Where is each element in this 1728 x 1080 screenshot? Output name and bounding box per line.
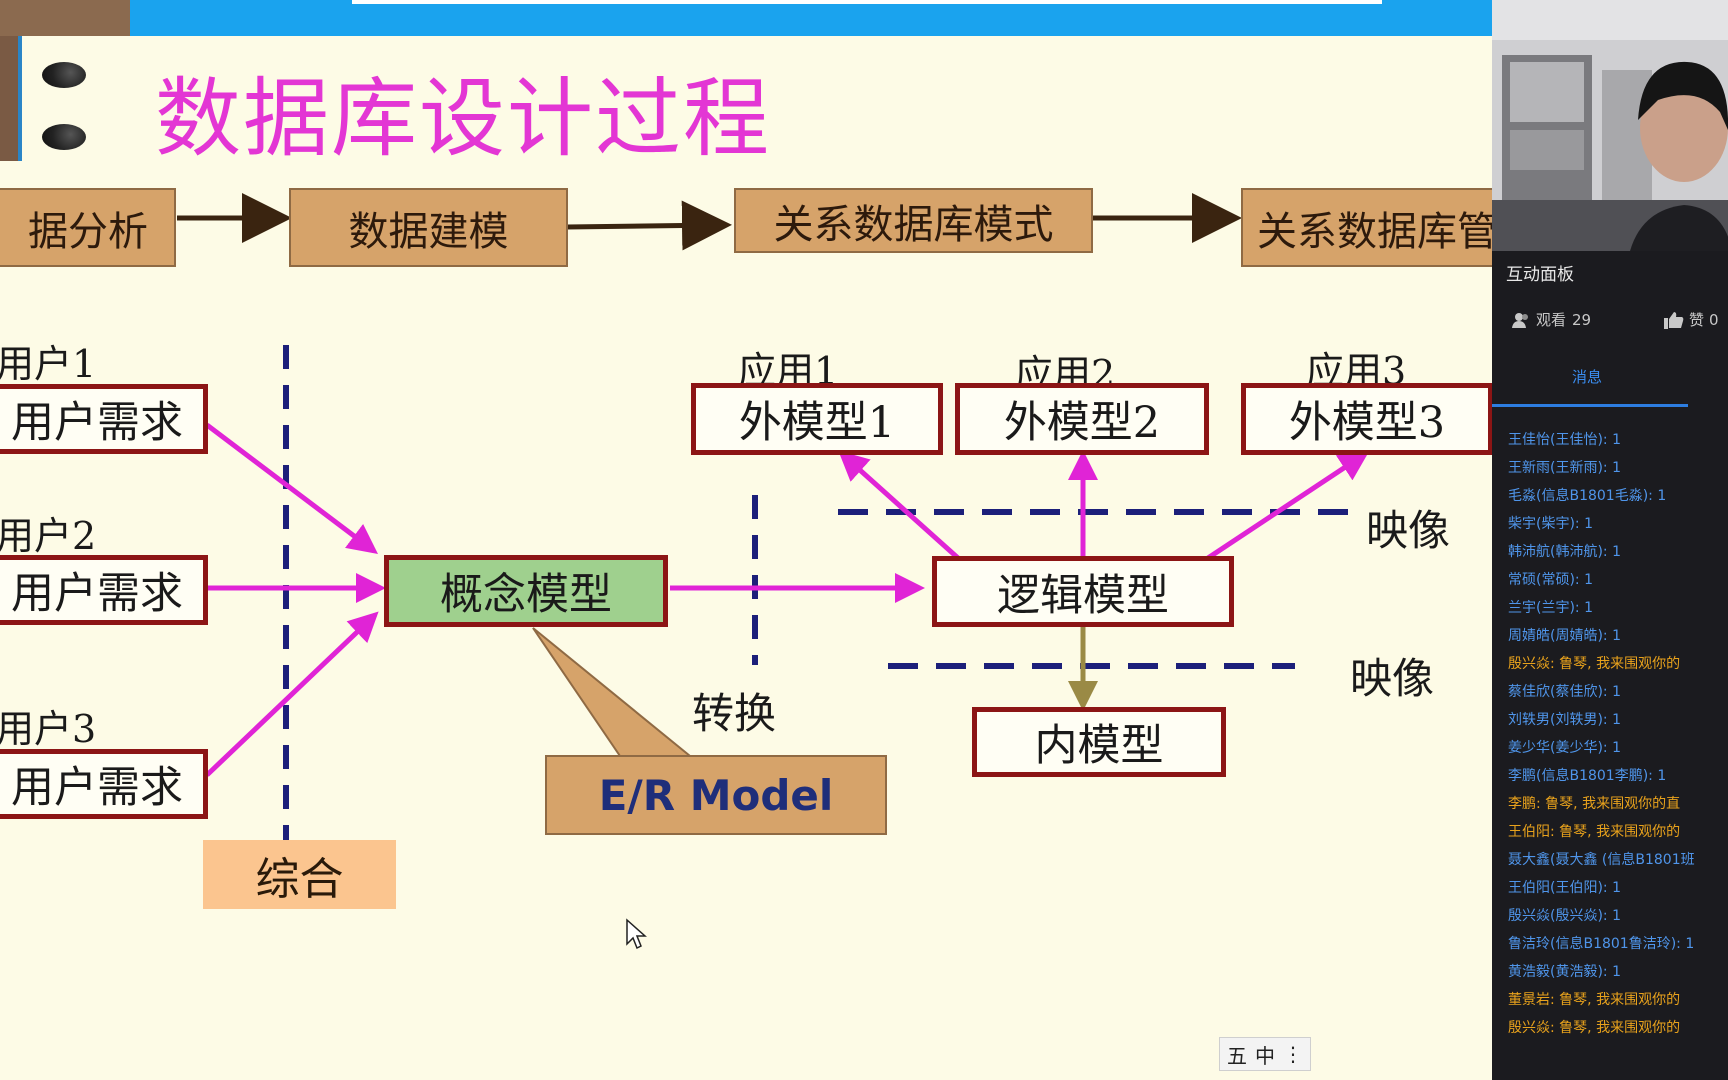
chat-message: 李鹏(信息B1801李鹏): 1	[1508, 768, 1667, 784]
chat-message: 王佳怡(王佳怡): 1	[1508, 432, 1621, 448]
message-list[interactable]: 王佳怡(王佳怡): 1 王新雨(王新雨): 1 毛淼(信息B1801毛淼): 1 柴宇…	[1508, 426, 1728, 1042]
decorative-strip	[0, 36, 18, 161]
presenter-video-frame	[1492, 0, 1728, 251]
external-model-3: 外模型3	[1241, 383, 1492, 455]
top-bar-highlight	[352, 0, 1382, 4]
er-callout-tail	[532, 627, 693, 757]
user-label-2: 用户2	[0, 514, 97, 558]
chat-message: 刘轶男(刘轶男): 1	[1508, 712, 1621, 728]
chat-message: 王伯阳(王伯阳): 1	[1508, 880, 1621, 896]
slide-canvas: 数据库设计过程	[0, 0, 1492, 1071]
synthesis-arrow	[205, 611, 379, 777]
chat-message: 蔡佳欣(蔡佳欣): 1	[1508, 684, 1621, 700]
ime-language-char: 中	[1255, 1043, 1275, 1068]
like-button[interactable]: 赞 0	[1664, 309, 1719, 330]
external-model-1: 外模型1	[691, 383, 943, 455]
viewers-label: 观看	[1536, 311, 1567, 329]
chat-message: 聂大鑫(聂大鑫 (信息B1801班	[1508, 852, 1695, 868]
likes-label: 赞	[1689, 311, 1705, 329]
chat-message: 黄浩毅(黄浩毅): 1	[1508, 964, 1621, 980]
user-requirement-2: 用户需求	[0, 555, 208, 625]
top-bar-thumbnail	[0, 0, 130, 36]
concept-model-box: 概念模型	[384, 555, 668, 627]
user-label-3: 用户3	[0, 707, 97, 751]
bead-ornament-icon	[42, 62, 86, 88]
er-model-callout: E/R Model	[545, 755, 887, 835]
chat-message: 柴宇(柴宇): 1	[1508, 516, 1593, 532]
slide-top-bar	[0, 0, 1492, 36]
chat-message: 韩沛航(韩沛航): 1	[1508, 544, 1621, 560]
chat-message: 周婧皓(周婧皓): 1	[1508, 628, 1621, 644]
chat-message: 姜少华(姜少华): 1	[1508, 740, 1621, 756]
presenter-video	[1492, 0, 1728, 251]
pipeline-step-dbms: 关系数据库管	[1241, 188, 1492, 267]
logical-model-box: 逻辑模型	[932, 556, 1234, 627]
diagram-connectors	[177, 193, 1370, 840]
synthesis-label: 综合	[203, 840, 396, 909]
chat-message: 董景岩: 鲁琴, 我来围观你的	[1508, 992, 1681, 1008]
internal-model-box: 内模型	[972, 707, 1226, 777]
ime-menu-icon: ⋮	[1283, 1042, 1303, 1066]
mapping-arrow	[1206, 451, 1370, 561]
ime-status-bar[interactable]: 五 中 ⋮	[1219, 1037, 1311, 1071]
slide-title: 数据库设计过程	[155, 69, 771, 169]
likes-number: 0	[1709, 310, 1719, 329]
thumbs-up-icon	[1664, 311, 1684, 329]
decorative-accent	[18, 36, 22, 161]
mapping-label-bottom: 映像	[1350, 654, 1435, 703]
chat-message: 殷兴焱: 鲁琴, 我来围观你的	[1508, 656, 1681, 672]
chat-message: 李鹏: 鲁琴, 我来围观你的直	[1508, 796, 1681, 812]
user-requirement-3: 用户需求	[0, 749, 208, 819]
chat-message: 毛淼(信息B1801毛淼): 1	[1508, 488, 1667, 504]
ime-mode-char: 五	[1227, 1043, 1247, 1068]
pipeline-step-relational-schema: 关系数据库模式	[734, 188, 1093, 253]
panel-title: 互动面板	[1506, 265, 1574, 285]
viewers-icon	[1512, 312, 1528, 328]
chat-message: 鲁洁玲(信息B1801鲁洁玲): 1	[1508, 936, 1695, 952]
pipeline-step-modeling: 数据建模	[289, 188, 568, 267]
mapping-arrow	[838, 450, 960, 560]
external-model-2: 外模型2	[955, 383, 1209, 455]
chat-message: 兰宇(兰宇): 1	[1508, 600, 1593, 616]
viewers-number: 29	[1572, 310, 1592, 329]
tab-active-indicator	[1492, 404, 1688, 407]
transform-label: 转换	[692, 689, 777, 738]
chat-message: 常硕(常硕): 1	[1508, 572, 1593, 588]
chat-message: 王伯阳: 鲁琴, 我来围观你的	[1508, 824, 1681, 840]
chat-message: 王新雨(王新雨): 1	[1508, 460, 1621, 476]
tab-messages[interactable]: 消息	[1572, 368, 1603, 386]
pipeline-arrow	[566, 200, 732, 251]
synthesis-arrow	[205, 423, 378, 555]
interaction-panel: 互动面板 观看 29 赞 0 消息 王佳怡(王佳怡): 1 王新雨(王新雨): 1…	[1492, 0, 1728, 1080]
viewer-count: 观看 29	[1512, 309, 1591, 330]
chat-message: 殷兴焱(殷兴焱): 1	[1508, 908, 1621, 924]
user-requirement-1: 用户需求	[0, 384, 208, 454]
user-label-1: 用户1	[0, 342, 97, 386]
pipeline-step-analysis: 据分析	[0, 188, 176, 267]
bead-ornament-icon	[42, 124, 86, 150]
mouse-cursor-icon	[626, 918, 647, 950]
mapping-label-top: 映像	[1366, 506, 1451, 555]
chat-message: 殷兴焱: 鲁琴, 我来围观你的	[1508, 1020, 1681, 1036]
